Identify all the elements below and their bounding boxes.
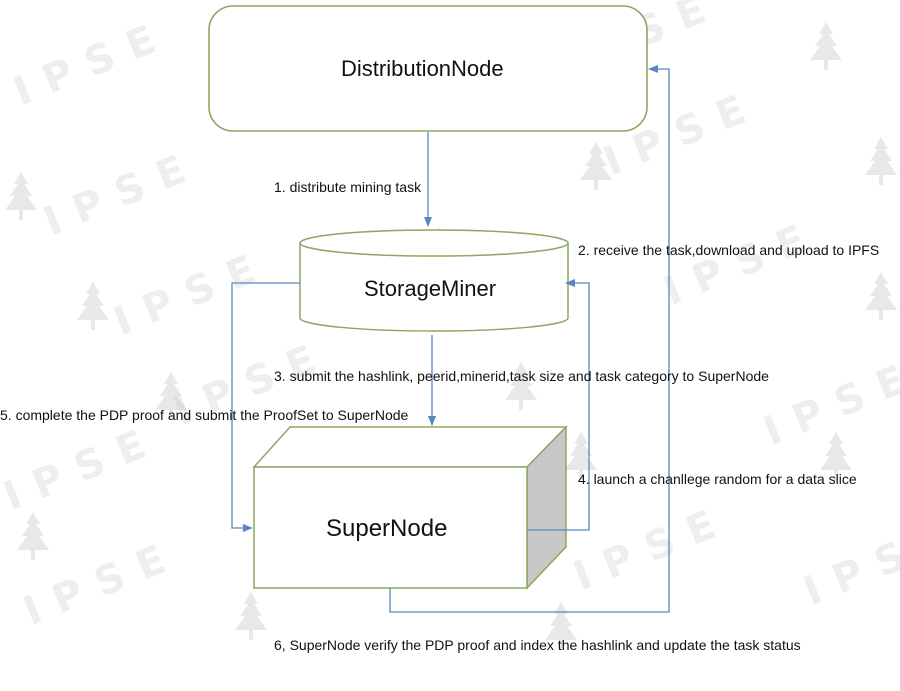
storage-miner-title: StorageMiner: [364, 276, 497, 301]
super-node-title: SuperNode: [326, 515, 448, 542]
storage-miner-cylinder: [299, 229, 569, 332]
arrow-5: [231, 282, 300, 532]
arrow-6: [389, 65, 670, 613]
distribution-node-title: DistributionNode: [341, 56, 504, 81]
step-label-3: 3. submit the hashlink, peerid,minerid,t…: [274, 368, 769, 384]
super-node-box: [252, 425, 568, 590]
step-label-5: 5. complete the PDP proof and submit the…: [0, 407, 409, 423]
step-label-2: 2. receive the task,download and upload …: [578, 242, 880, 258]
step-label-4: 4. launch a chanllege random for a data …: [578, 471, 857, 487]
distribution-node-box: [208, 5, 648, 132]
arrow-2: [527, 279, 590, 531]
step-label-6: 6, SuperNode verify the PDP proof and in…: [274, 637, 801, 653]
step-label-1: 1. distribute mining task: [274, 179, 422, 195]
